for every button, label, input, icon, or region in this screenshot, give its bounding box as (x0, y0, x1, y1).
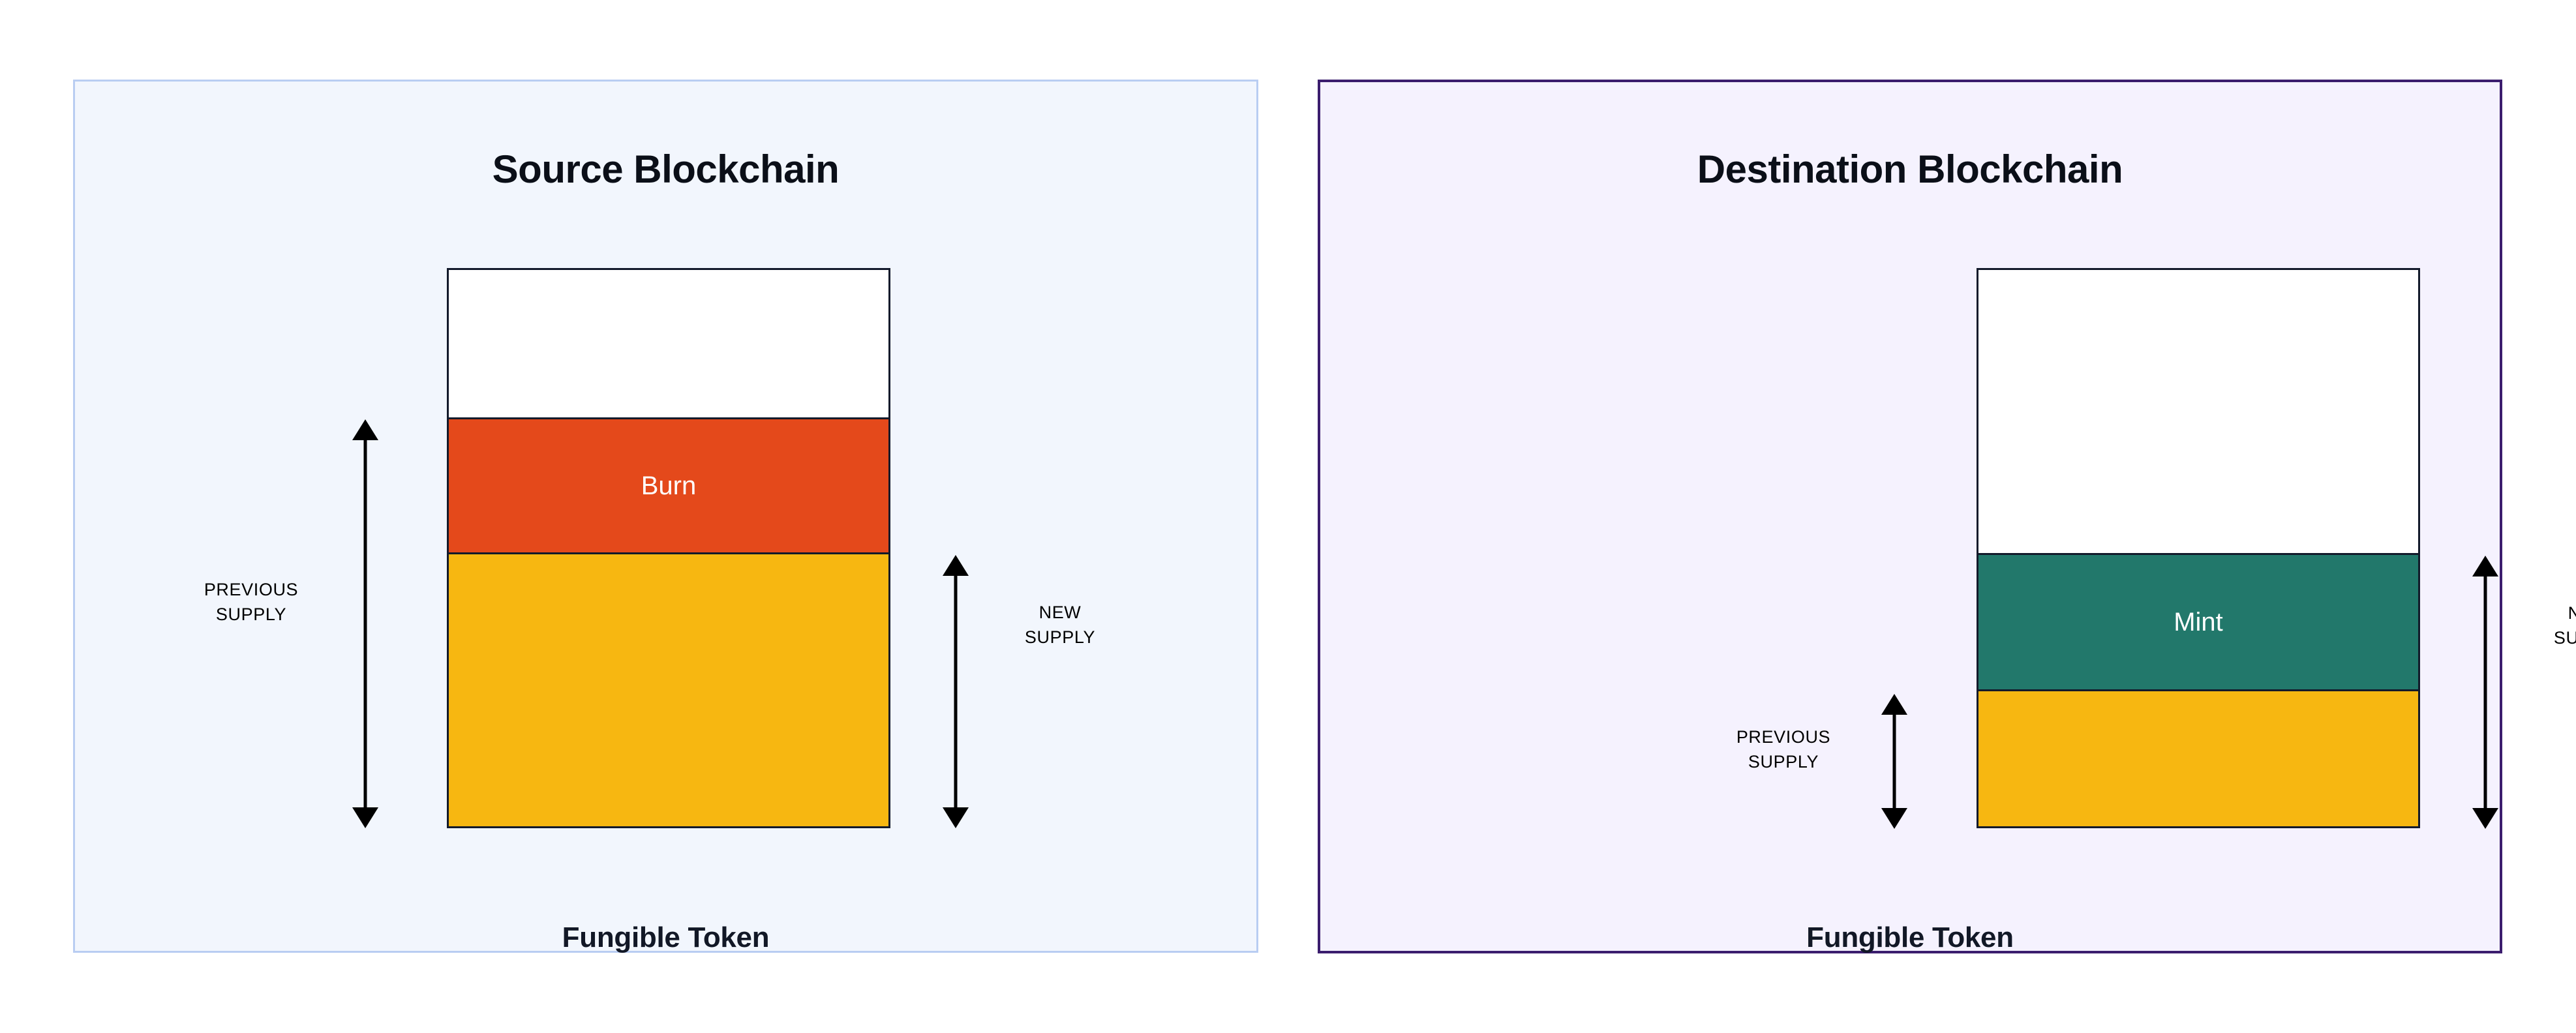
arrow-up-icon (943, 555, 969, 576)
source-panel-footer: Fungible Token (562, 921, 770, 953)
arrow-up-icon (1881, 694, 1907, 715)
arrow-down-icon (2472, 808, 2498, 829)
source-previous-supply-arrow (346, 419, 385, 828)
arrow-up-icon (2472, 556, 2498, 576)
arrow-shaft (363, 439, 367, 809)
destination-supply-bar: Mint (1977, 268, 2420, 828)
source-previous-supply-label: PREVIOUS SUPPLY (204, 580, 299, 625)
destination-segment-existing-supply (1978, 691, 2418, 826)
destination-new-supply-arrow (2466, 556, 2505, 829)
source-new-supply-label: NEW SUPPLY (1024, 603, 1096, 648)
destination-blockchain-panel: Destination Blockchain Mint PREVIOUS SUP… (1318, 80, 2576, 953)
arrow-down-icon (1881, 808, 1907, 829)
source-blockchain-panel: Source Blockchain Burn PREVIOUS SUPPLY N… (73, 80, 1258, 953)
destination-segment-headroom (1978, 270, 2418, 553)
arrow-shaft (954, 575, 958, 809)
arrow-shaft (1892, 713, 1896, 809)
destination-segment-mint: Mint (1978, 553, 2418, 691)
source-supply-bar: Burn (447, 268, 890, 828)
destination-panel-footer: Fungible Token (1806, 921, 2014, 953)
source-segment-remaining-supply (449, 554, 888, 826)
source-segment-burn: Burn (449, 417, 888, 554)
arrow-up-icon (352, 419, 378, 440)
source-panel-title: Source Blockchain (492, 147, 840, 191)
arrow-down-icon (943, 807, 969, 828)
destination-new-supply-label: NEW SUPPLY (2553, 603, 2576, 648)
source-new-supply-arrow (936, 555, 975, 828)
destination-previous-supply-arrow (1875, 694, 1914, 829)
destination-panel-title: Destination Blockchain (1697, 147, 2123, 191)
arrow-shaft (2483, 575, 2487, 809)
arrow-down-icon (352, 807, 378, 828)
destination-previous-supply-label: PREVIOUS SUPPLY (1736, 727, 1831, 772)
source-segment-headroom (449, 270, 888, 417)
